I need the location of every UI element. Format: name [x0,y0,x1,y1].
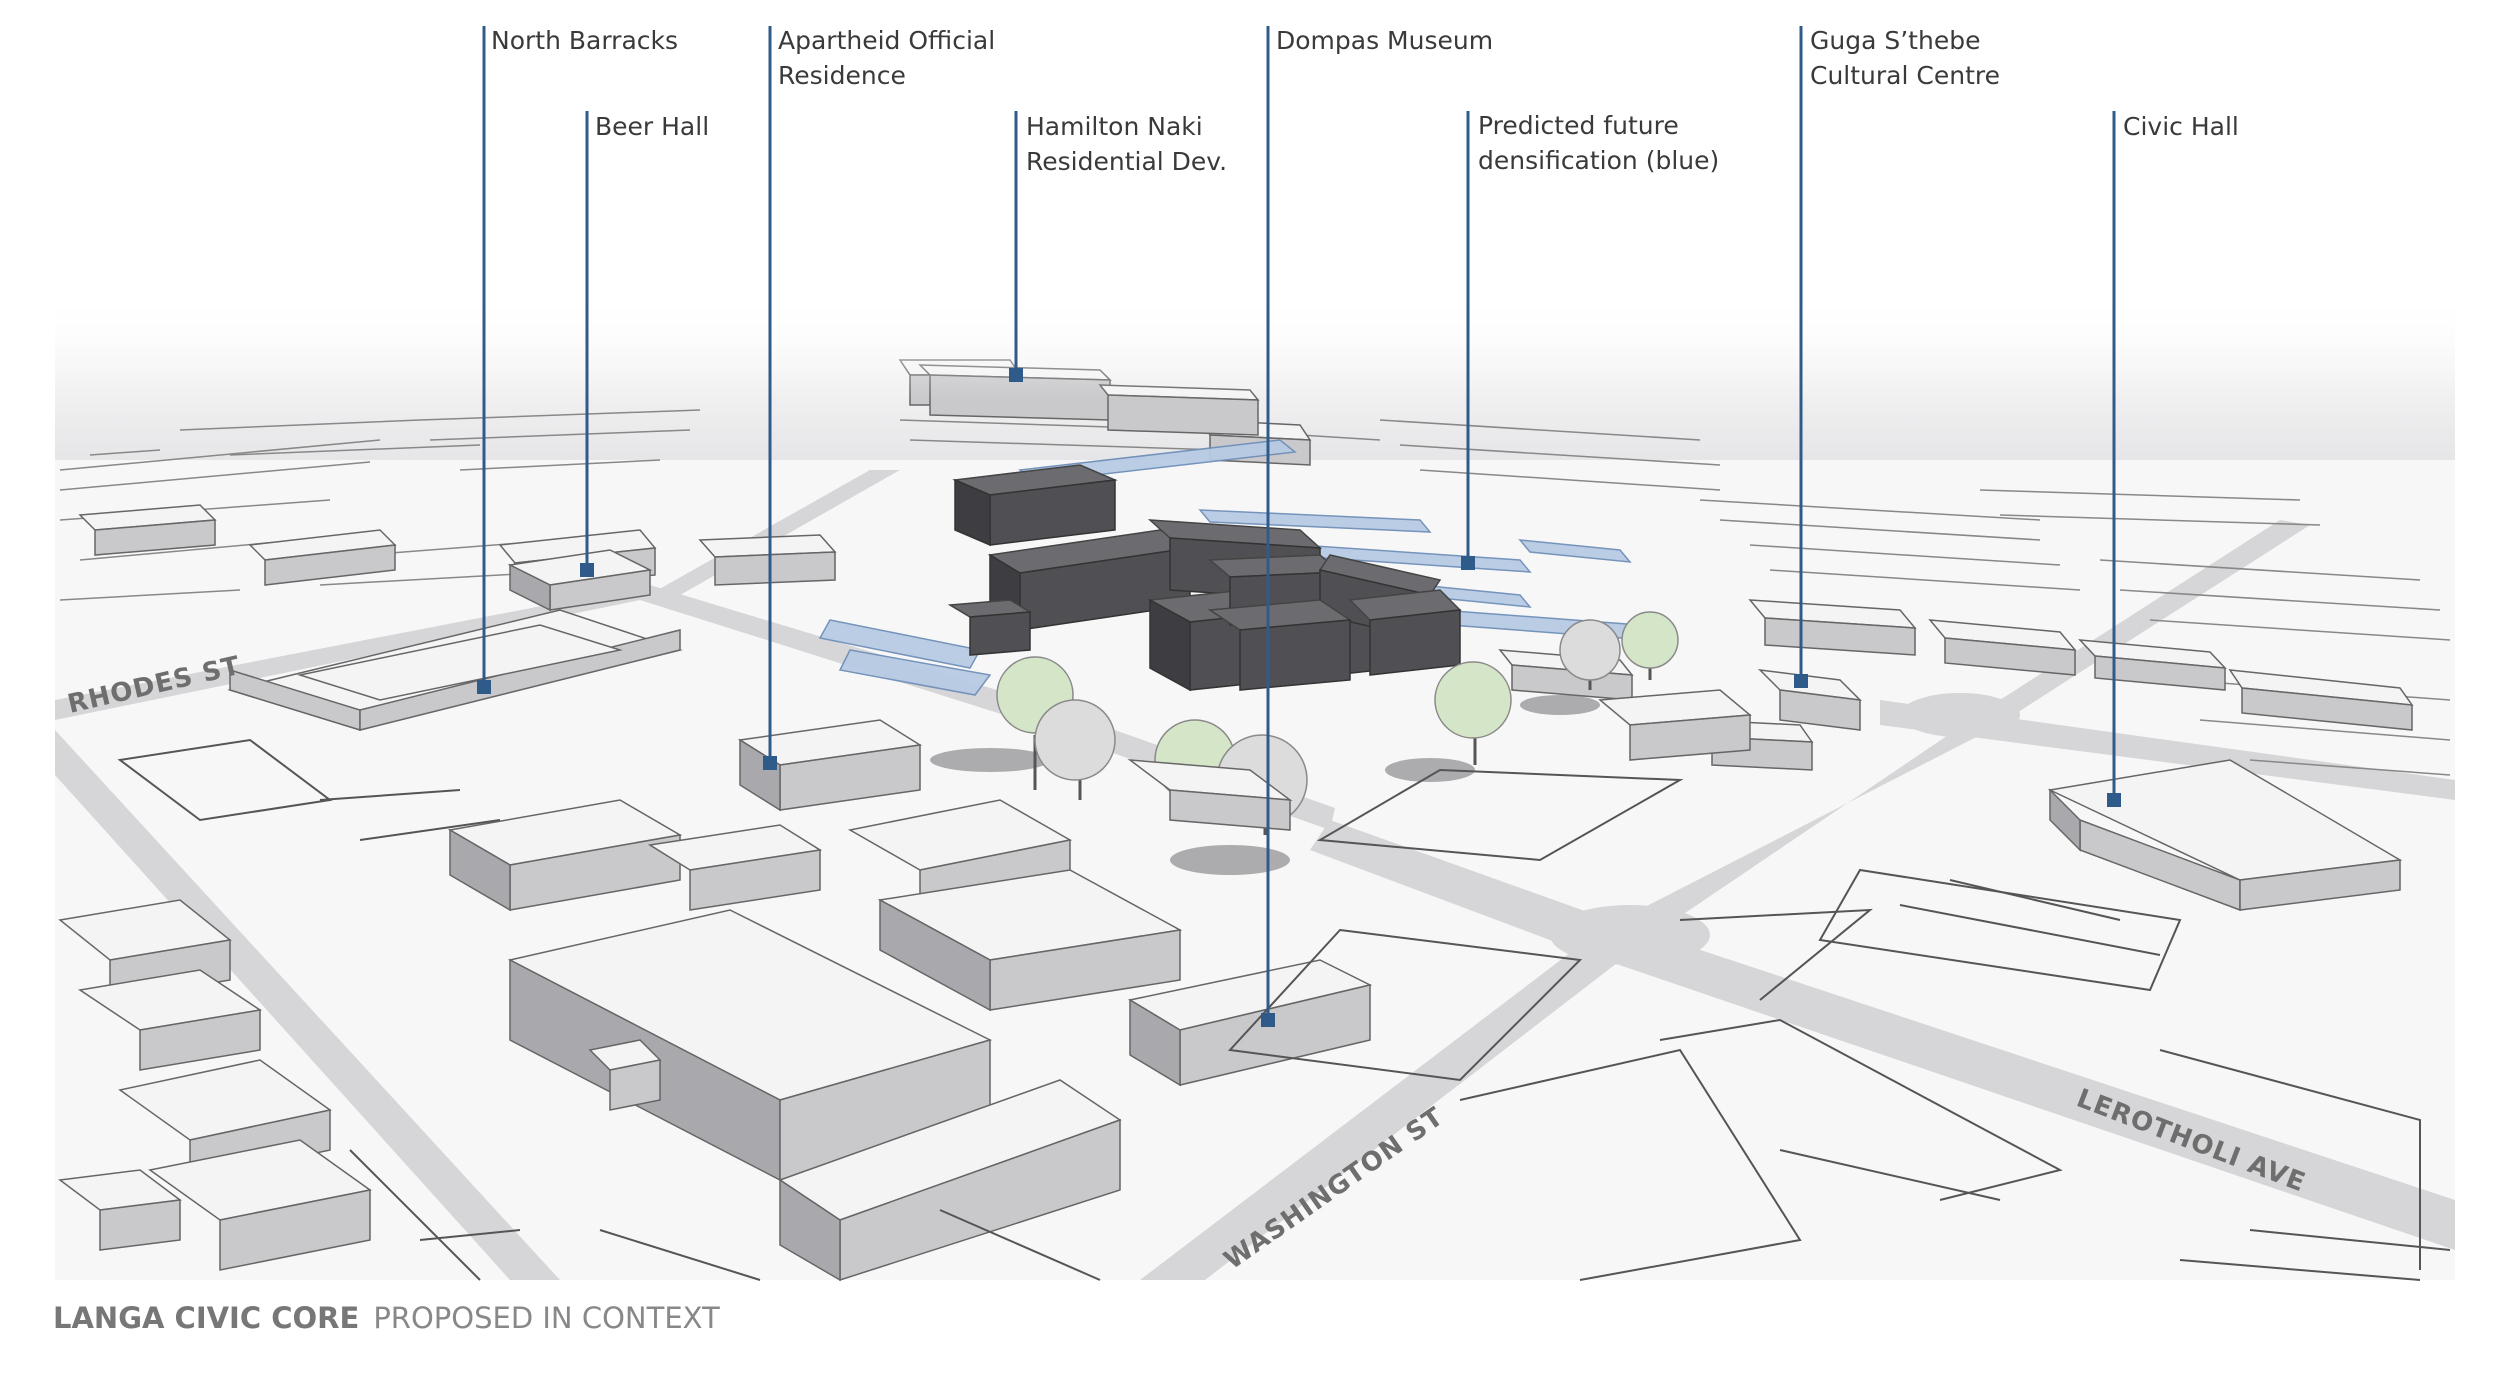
label-densification-line2: densification (blue) [1478,146,1719,175]
annotation-guga-sthebe: Guga S’thebe Cultural Centre [1794,26,2000,688]
label-densification-line1: Predicted future [1478,111,1679,140]
proposed-civic-core [947,464,1462,692]
foreground-complex [507,909,1122,1282]
annotation-north-barracks: North Barracks [477,26,678,694]
label-north-barracks: North Barracks [491,26,678,55]
marker-hamilton-naki [1009,368,1023,382]
label-hamilton-naki-line2: Residential Dev. [1026,147,1227,176]
annotation-apartheid-residence: Apartheid Official Residence [763,26,995,770]
marker-apartheid-residence [763,756,777,770]
annotation-beer-hall: Beer Hall [580,111,709,577]
caption-title: LANGA CIVIC CORE [53,1301,359,1335]
annotations: North Barracks Beer Hall Apartheid Offic… [477,26,2239,1027]
rhodes-st-road [55,730,560,1280]
caption-subtitle: PROPOSED IN CONTEXT [373,1301,720,1335]
annotation-densification: Predicted future densification (blue) [1461,111,1719,570]
label-hamilton-naki-line1: Hamilton Naki [1026,112,1203,141]
label-civic-hall: Civic Hall [2123,112,2239,141]
lower-left-fabric [58,899,372,1271]
label-apartheid-residence-line1: Apartheid Official [778,26,995,55]
road-network [55,470,2455,1280]
north-barracks-building [227,609,683,732]
caption: LANGA CIVIC CORE PROPOSED IN CONTEXT [53,1301,720,1335]
marker-north-barracks [477,680,491,694]
civic-hall-building [2047,759,2403,912]
caption-line: LANGA CIVIC CORE PROPOSED IN CONTEXT [53,1301,720,1335]
horizon-fade [0,280,2500,400]
marker-guga-sthebe [1794,674,1808,688]
marker-civic-hall [2107,793,2121,807]
dompas-museum-building [1127,959,1373,1087]
label-guga-sthebe-line1: Guga S’thebe [1810,26,1980,55]
background-housing [59,409,2451,776]
label-apartheid-residence-line2: Residence [778,61,906,90]
marker-beer-hall [580,563,594,577]
annotation-hamilton-naki: Hamilton Naki Residential Dev. [1009,111,1227,382]
marker-densification [1461,556,1475,570]
marker-dompas-museum [1261,1013,1275,1027]
label-guga-sthebe-line2: Cultural Centre [1810,61,2000,90]
annotation-dompas-museum: Dompas Museum [1261,26,1493,1027]
guga-sthebe-building [1598,668,1863,761]
label-dompas-museum: Dompas Museum [1276,26,1493,55]
midground-blocks [447,719,1293,1012]
annotation-civic-hall: Civic Hall [2107,111,2239,807]
label-beer-hall: Beer Hall [595,112,709,141]
